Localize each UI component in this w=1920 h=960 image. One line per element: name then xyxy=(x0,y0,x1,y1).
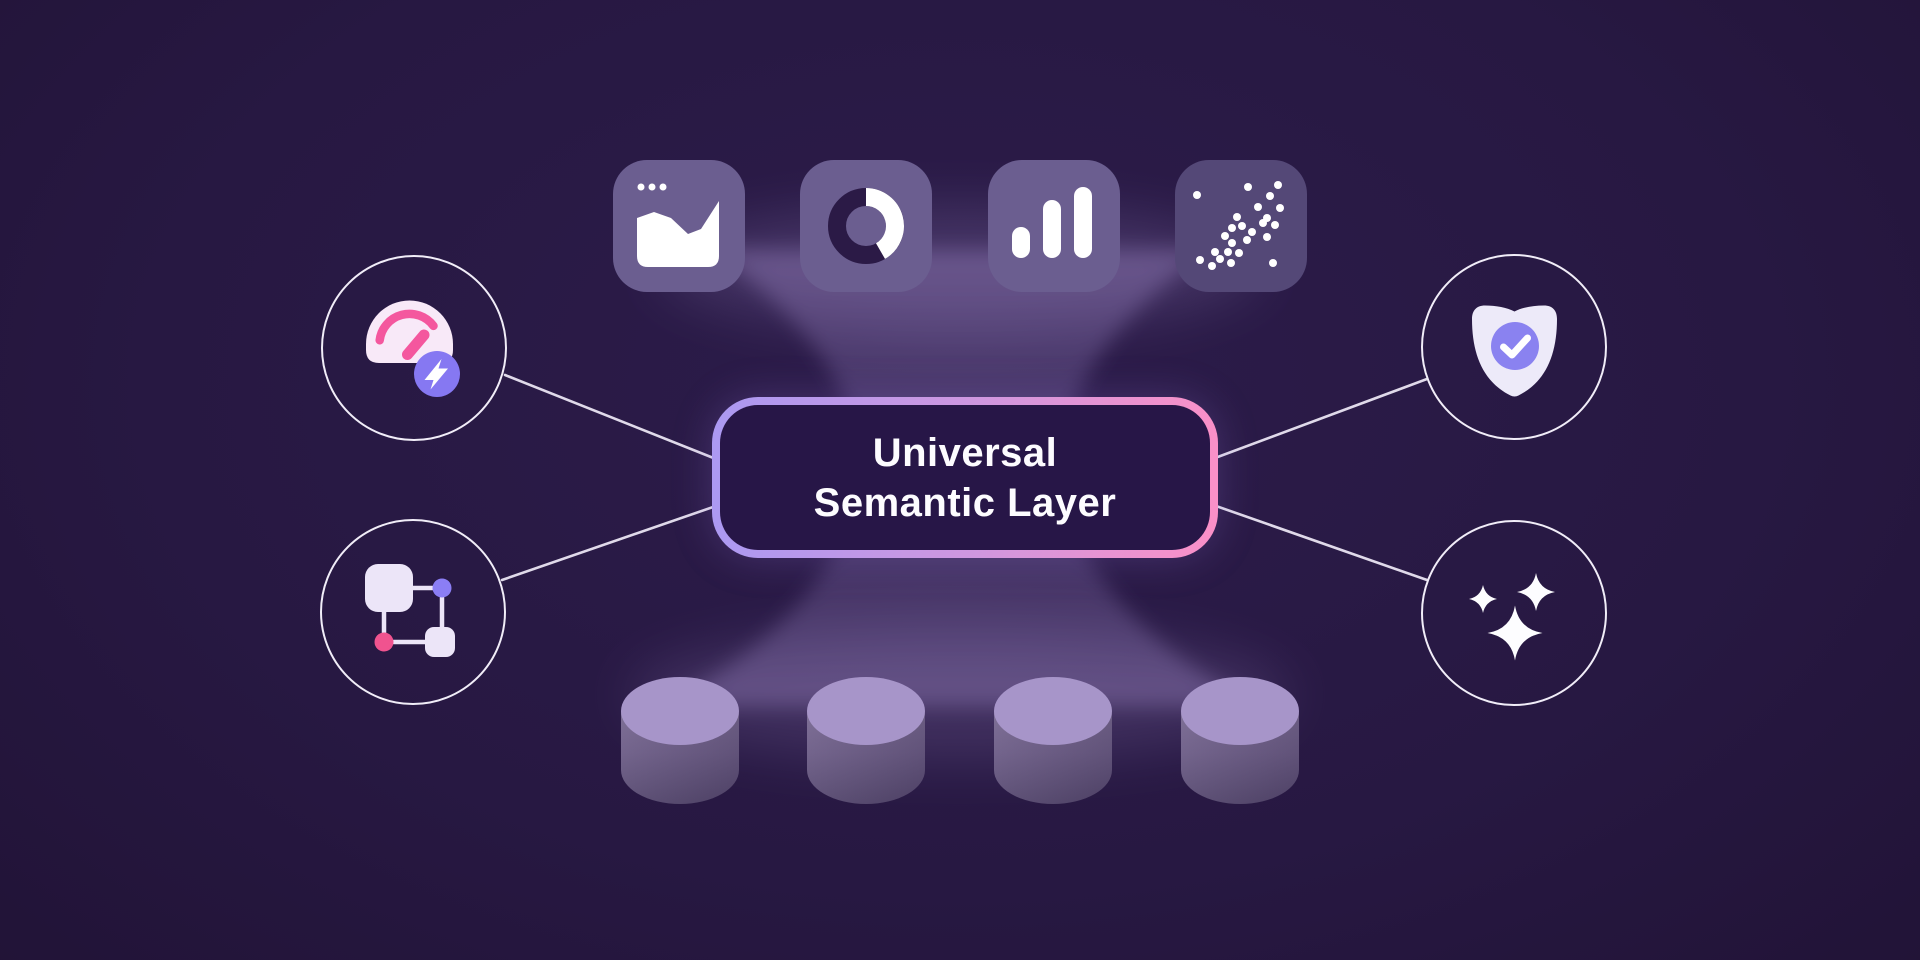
chart-tile-donut xyxy=(800,160,932,292)
cylinder-top xyxy=(807,677,925,745)
title-line-2: Semantic Layer xyxy=(813,480,1117,525)
database-cylinder-1 xyxy=(621,677,739,804)
connector-line-bottom-left xyxy=(500,504,718,582)
speedometer-bolt-icon xyxy=(365,300,460,397)
feature-circle-ai xyxy=(1421,520,1607,706)
database-cylinder-3 xyxy=(994,677,1112,804)
cylinder-top xyxy=(621,677,739,745)
cylinder-top xyxy=(994,677,1112,745)
database-cylinder-4 xyxy=(1181,677,1299,804)
database-cylinder-2 xyxy=(807,677,925,804)
feature-circle-security xyxy=(1421,254,1607,440)
connector-line-top-left xyxy=(503,373,718,461)
semantic-layer-box: Universal Semantic Layer xyxy=(712,397,1218,558)
shield-check-icon xyxy=(1471,305,1557,396)
chart-tile-area xyxy=(613,160,745,292)
chart-tile-bar xyxy=(988,160,1120,292)
feature-circle-modeling xyxy=(320,519,506,705)
semantic-layer-box-inner: Universal Semantic Layer xyxy=(720,405,1210,550)
title-line-1: Universal xyxy=(872,430,1058,475)
connector-line-top-right xyxy=(1213,377,1429,460)
lightning-bolt-icon xyxy=(424,358,448,389)
checkmark-icon xyxy=(1499,334,1531,358)
feature-circle-performance xyxy=(321,255,507,441)
flowchart-icon xyxy=(364,563,455,657)
area-chart-icon xyxy=(637,183,719,267)
sparkles-icon xyxy=(1468,572,1555,660)
cylinder-top xyxy=(1181,677,1299,745)
chart-tile-scatter xyxy=(1175,160,1307,292)
page-title: Universal Semantic Layer xyxy=(814,428,1117,528)
connector-line-bottom-right xyxy=(1214,504,1429,582)
gauge-needle xyxy=(401,329,429,360)
scatter-plot-icon xyxy=(1193,181,1284,270)
bar-chart-icon xyxy=(1012,187,1092,258)
donut-chart-icon xyxy=(828,188,904,264)
